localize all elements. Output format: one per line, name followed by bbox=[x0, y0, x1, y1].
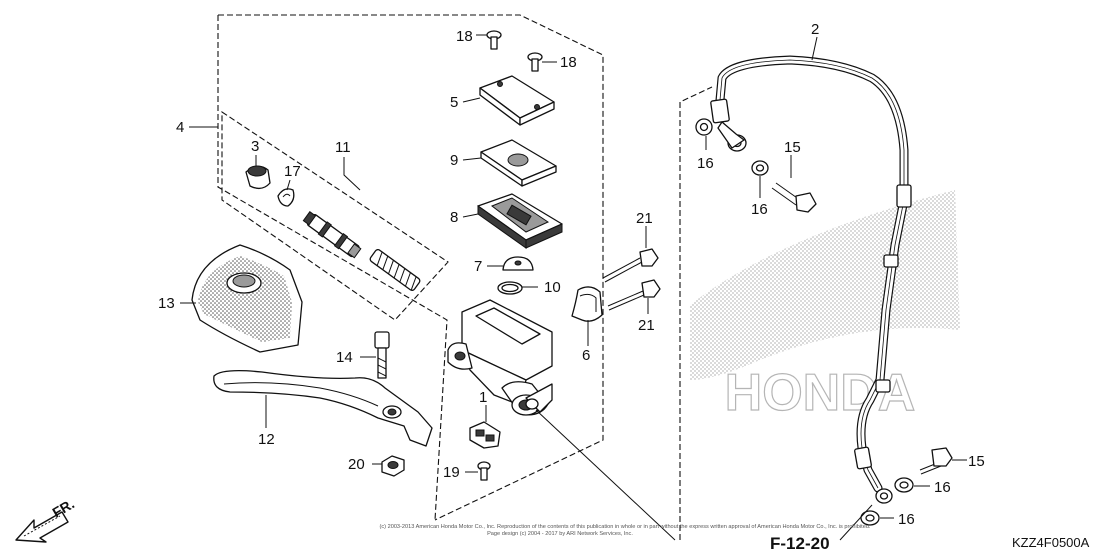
callout-3: 3 bbox=[251, 138, 259, 155]
copyright-page-design: Page design (c) 2004 - 2017 by ARI Netwo… bbox=[487, 531, 633, 537]
callout-18-top: 18 bbox=[456, 28, 473, 45]
callout-17: 17 bbox=[284, 163, 301, 180]
callout-5: 5 bbox=[450, 94, 458, 111]
honda-wing-logo bbox=[690, 190, 960, 380]
part-19-screw bbox=[465, 461, 491, 481]
honda-watermark: HONDA bbox=[690, 190, 960, 423]
diagram-code: KZZ4F0500A bbox=[1012, 535, 1090, 550]
part-1-brake-switch bbox=[469, 405, 501, 449]
callout-2: 2 bbox=[811, 21, 819, 38]
callout-12: 12 bbox=[258, 431, 275, 448]
callout-labels: 18 18 5 9 8 7 10 4 3 17 11 13 14 12 20 1… bbox=[158, 21, 985, 528]
part-16-washer-b bbox=[751, 160, 769, 198]
part-17-circlip bbox=[277, 179, 295, 207]
part-10-o-ring bbox=[497, 281, 538, 295]
group-box-11 bbox=[221, 110, 449, 321]
part-6-holder bbox=[571, 286, 603, 346]
part-2-brake-hose bbox=[710, 36, 912, 504]
callout-16-top: 16 bbox=[697, 155, 714, 172]
callout-16-bottom: 16 bbox=[898, 511, 915, 528]
callout-6: 6 bbox=[582, 347, 590, 364]
part-5-reservoir-cap bbox=[462, 75, 555, 126]
callout-15-bottom: 15 bbox=[968, 453, 985, 470]
part-18-screw-b bbox=[527, 52, 557, 72]
front-direction-indicator: FR. bbox=[15, 495, 77, 543]
part-13-lever-cover bbox=[180, 244, 303, 353]
part-12-brake-lever bbox=[213, 370, 433, 447]
reference-lines bbox=[535, 409, 873, 541]
part-9-diaphragm-plate bbox=[462, 139, 557, 187]
callout-16-lower: 16 bbox=[934, 479, 951, 496]
part-7-float bbox=[487, 256, 534, 271]
piston-spring bbox=[369, 249, 421, 291]
callout-19: 19 bbox=[443, 464, 460, 481]
part-3-boot bbox=[245, 155, 271, 190]
part-20-nut bbox=[372, 455, 405, 477]
part-15-banjo-bolt-b bbox=[919, 447, 967, 475]
copyright-notice: (c) 2003-2013 American Honda Motor Co., … bbox=[380, 524, 871, 530]
part-8-diaphragm bbox=[462, 193, 563, 249]
reference-f-12-20: F-12-20 bbox=[770, 534, 830, 553]
part-16-washer-c bbox=[894, 477, 930, 493]
callout-21-top: 21 bbox=[636, 210, 653, 227]
callout-4: 4 bbox=[176, 119, 184, 136]
group-box-2 bbox=[679, 86, 713, 540]
part-18-screw-a bbox=[476, 30, 502, 50]
callout-7: 7 bbox=[474, 258, 482, 275]
callout-13: 13 bbox=[158, 295, 175, 312]
callout-18-right: 18 bbox=[560, 54, 577, 71]
group-box-4 bbox=[189, 14, 604, 521]
front-arrow-icon bbox=[15, 511, 69, 543]
callout-14: 14 bbox=[336, 349, 353, 366]
callout-9: 9 bbox=[450, 152, 458, 169]
callout-15-top: 15 bbox=[784, 139, 801, 156]
callout-8: 8 bbox=[450, 209, 458, 226]
part-21-bolt-b bbox=[607, 279, 661, 314]
part-15-banjo-bolt-a bbox=[771, 155, 817, 213]
watermark-text: HONDA bbox=[725, 364, 916, 422]
callout-16-mid: 16 bbox=[751, 201, 768, 218]
callout-1: 1 bbox=[479, 389, 487, 406]
callout-10: 10 bbox=[544, 279, 561, 296]
callout-11: 11 bbox=[335, 139, 351, 156]
callout-20: 20 bbox=[348, 456, 365, 473]
part-16-washer-d bbox=[860, 510, 894, 526]
part-11-piston-set bbox=[302, 157, 421, 291]
part-16-washer-a bbox=[695, 118, 713, 150]
master-cylinder-body bbox=[447, 299, 553, 416]
part-14-pivot-bolt bbox=[360, 331, 390, 379]
part-21-bolt-a bbox=[602, 226, 659, 283]
callout-21-bottom: 21 bbox=[638, 317, 655, 334]
